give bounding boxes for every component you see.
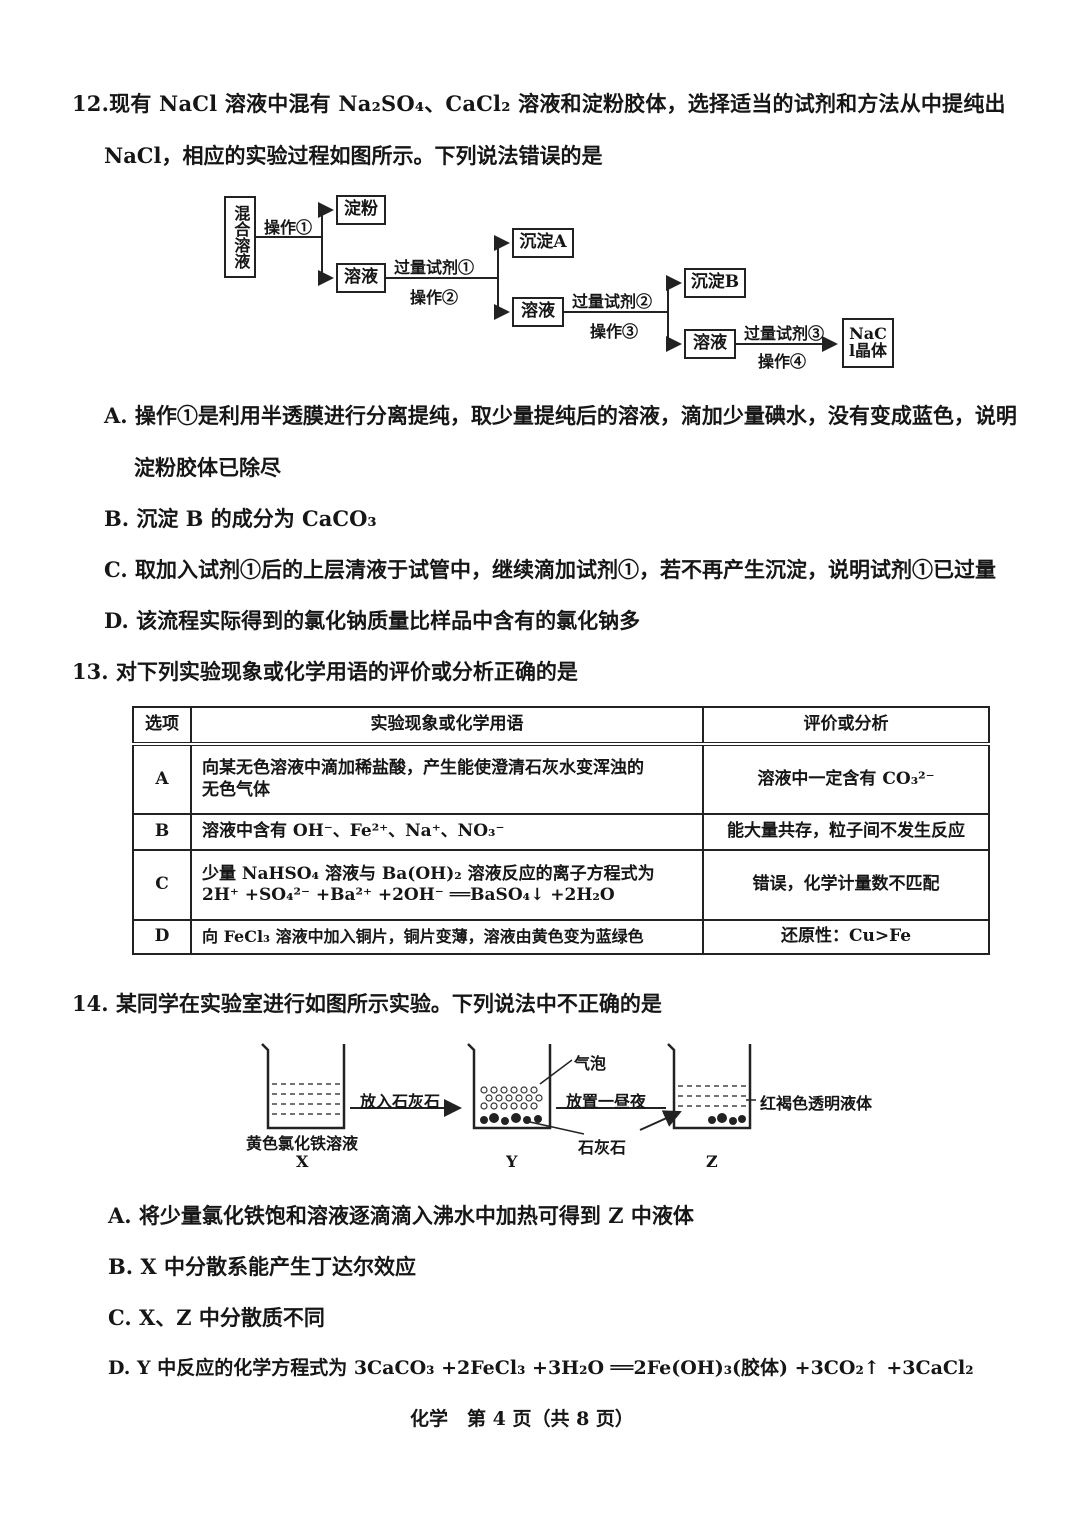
flow-reagent1-label: 过量试剂① [394, 258, 475, 277]
q12-stem-line1: 12.现有 NaCl 溶液中混有 Na₂SO₄、CaCl₂ 溶液和淀粉胶体，选择… [72, 91, 1006, 116]
flow-precipB-box: 沉淀B [684, 268, 746, 298]
flow-precipA-box: 沉淀A [512, 228, 574, 258]
flowchart-lines [254, 202, 838, 352]
flow-nacl-crystal-label: NaCl晶体 [848, 324, 888, 360]
beaker-z-label: Z [706, 1152, 718, 1171]
beaker-figure [261, 1043, 756, 1135]
table-row: C 少量 NaHSO₄ 溶液与 Ba(OH)₂ 溶液反应的离子方程式为 2H⁺ … [132, 849, 990, 921]
row-option: B [132, 813, 192, 851]
q12-option-c: C. 取加入试剂①后的上层清液于试管中，继续滴加试剂①，若不再产生沉淀，说明试剂… [104, 557, 996, 582]
q12-option-b: B. 沉淀 B 的成分为 CaCO₃ [104, 506, 377, 531]
flow-op2-label: 操作② [410, 288, 459, 307]
row-phenomenon-line2: 2H⁺ +SO₄²⁻ +Ba²⁺ +2OH⁻ ══BaSO₄↓ +2H₂O [202, 885, 615, 905]
beaker-x-icon [261, 1043, 346, 1130]
bubble-label: 气泡 [574, 1054, 607, 1073]
x-desc-label: 黄色氯化铁溶液 [246, 1134, 359, 1153]
flow-starch-box: 淀粉 [336, 195, 386, 225]
table-header-row: 选项 实验现象或化学用语 评价或分析 [132, 706, 990, 746]
row-phenomenon-line1: 向 FeCl₃ 溶液中加入铜片，铜片变薄，溶液由黄色变为蓝绿色 [202, 927, 644, 946]
header-option: 选项 [132, 706, 192, 746]
flow-mixed-solution-label: 混合溶液 [231, 205, 251, 269]
row-phenomenon: 向 FeCl₃ 溶液中加入铜片，铜片变薄，溶液由黄色变为蓝绿色 [190, 919, 704, 955]
flow-nacl-crystal-box: NaCl晶体 [842, 318, 894, 368]
q12-stem-line2: NaCl，相应的实验过程如图所示。下列说法错误的是 [104, 143, 603, 168]
row-option: A [132, 743, 192, 815]
arrow2-label: 放置一昼夜 [566, 1092, 647, 1111]
flow-solution3-box: 溶液 [684, 329, 736, 359]
row-phenomenon: 溶液中含有 OH⁻、Fe²⁺、Na⁺、NO₃⁻ [190, 813, 704, 851]
q14-option-a: A. 将少量氯化铁饱和溶液逐滴滴入沸水中加热可得到 Z 中液体 [108, 1203, 694, 1228]
flow-op1-label: 操作① [264, 218, 313, 237]
q12-option-a-line1: A. 操作①是利用半透膜进行分离提纯，取少量提纯后的溶液，滴加少量碘水，没有变成… [104, 403, 1017, 428]
flow-reagent3-label: 过量试剂③ [744, 324, 825, 343]
flow-solution2-label: 溶液 [521, 301, 555, 322]
q12-option-a-line2: 淀粉胶体已除尽 [134, 455, 281, 480]
row-evaluation: 还原性：Cu>Fe [702, 919, 990, 955]
q14-option-d: D. Y 中反应的化学方程式为 3CaCO₃ +2FeCl₃ +3H₂O ══2… [108, 1357, 974, 1379]
row-phenomenon-line1: 少量 NaHSO₄ 溶液与 Ba(OH)₂ 溶液反应的离子方程式为 [202, 863, 655, 884]
q13-stem: 13. 对下列实验现象或化学用语的评价或分析正确的是 [72, 659, 578, 684]
flow-op4-label: 操作④ [758, 352, 807, 371]
table-row: B 溶液中含有 OH⁻、Fe²⁺、Na⁺、NO₃⁻ 能大量共存，粒子间不发生反应 [132, 813, 990, 851]
limestone-label: 石灰石 [578, 1138, 627, 1157]
q12-option-d: D. 该流程实际得到的氯化钠质量比样品中含有的氯化钠多 [104, 608, 641, 633]
table-row: D 向 FeCl₃ 溶液中加入铜片，铜片变薄，溶液由黄色变为蓝绿色 还原性：Cu… [132, 919, 990, 955]
row-phenomenon-line1: 溶液中含有 OH⁻、Fe²⁺、Na⁺、NO₃⁻ [202, 821, 505, 842]
q14-stem: 14. 某同学在实验室进行如图所示实验。下列说法中不正确的是 [72, 991, 662, 1016]
q14-option-c: C. X、Z 中分散质不同 [108, 1305, 325, 1330]
table-row: A 向某无色溶液中滴加稀盐酸，产生能使澄清石灰水变浑浊的 无色气体 溶液中一定含… [132, 743, 990, 815]
beaker-y-label: Y [506, 1152, 518, 1171]
flow-mixed-solution-box: 混合溶液 [224, 196, 256, 278]
row-phenomenon: 向某无色溶液中滴加稀盐酸，产生能使澄清石灰水变浑浊的 无色气体 [190, 743, 704, 815]
z-desc-label: 红褐色透明液体 [760, 1094, 873, 1113]
flow-precipA-label: 沉淀A [519, 232, 567, 253]
flow-reagent2-label: 过量试剂② [572, 292, 653, 311]
header-phenomenon: 实验现象或化学用语 [190, 706, 704, 746]
q14-option-b: B. X 中分散系能产生丁达尔效应 [108, 1254, 416, 1279]
row-phenomenon: 少量 NaHSO₄ 溶液与 Ba(OH)₂ 溶液反应的离子方程式为 2H⁺ +S… [190, 849, 704, 921]
flow-solution2-box: 溶液 [512, 297, 564, 327]
flow-solution1-box: 溶液 [336, 263, 386, 293]
row-evaluation: 错误，化学计量数不匹配 [702, 849, 990, 921]
header-evaluation: 评价或分析 [702, 706, 990, 746]
beaker-y-icon [467, 1043, 552, 1130]
page-footer: 化学 第 4 页（共 8 页） [410, 1408, 634, 1430]
beaker-x-label: X [296, 1152, 309, 1171]
row-evaluation: 能大量共存，粒子间不发生反应 [702, 813, 990, 851]
row-phenomenon-line2: 无色气体 [202, 779, 270, 800]
arrow1-label: 放入石灰石 [360, 1092, 441, 1111]
flow-precipB-label: 沉淀B [690, 272, 740, 293]
flow-solution1-label: 溶液 [344, 267, 378, 288]
row-evaluation: 溶液中一定含有 CO₃²⁻ [702, 743, 990, 815]
row-option: D [132, 919, 192, 955]
q13-table: 选项 实验现象或化学用语 评价或分析 A 向某无色溶液中滴加稀盐酸，产生能使澄清… [132, 706, 990, 955]
flow-op3-label: 操作③ [590, 322, 639, 341]
row-option: C [132, 849, 192, 921]
row-phenomenon-line1: 向某无色溶液中滴加稀盐酸，产生能使澄清石灰水变浑浊的 [202, 758, 644, 779]
flow-starch-label: 淀粉 [344, 199, 378, 220]
flow-solution3-label: 溶液 [693, 333, 727, 354]
